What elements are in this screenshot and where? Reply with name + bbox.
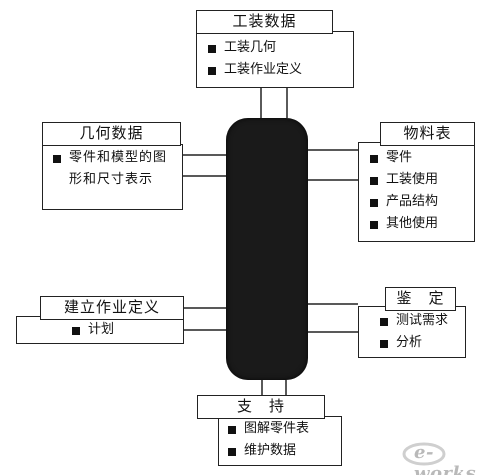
work-definition-title: 建立作业定义 <box>40 296 184 320</box>
item-label: 工装作业定义 <box>224 62 303 77</box>
tooling-data-items: 工装几何 工装作业定义 <box>208 37 352 81</box>
bullet-icon <box>208 67 216 75</box>
list-item: 测试需求 <box>380 310 466 332</box>
appraisal-items: 测试需求 分析 <box>380 310 466 354</box>
list-item: 工装几何 <box>208 37 352 59</box>
central-hub <box>226 118 308 380</box>
list-item: 零件 <box>370 147 474 169</box>
list-item: 产品结构 <box>370 191 474 213</box>
item-label: 计划 <box>88 322 115 337</box>
tooling-data-box <box>196 31 354 88</box>
bullet-icon <box>228 448 236 456</box>
bullet-icon <box>370 155 378 163</box>
list-item: 工装作业定义 <box>208 59 352 81</box>
work-definition-items: 计划 <box>72 319 172 341</box>
geometry-data-items: 零件和模型的图形和尺寸表示 <box>53 147 179 191</box>
eworks-logo: e-works <box>400 440 492 475</box>
list-item: 维护数据 <box>228 440 340 462</box>
item-label: 零件和模型的图形和尺寸表示 <box>69 150 168 187</box>
item-label: 零件 <box>386 150 413 165</box>
bom-title: 物料表 <box>380 122 475 146</box>
bullet-icon <box>72 327 80 335</box>
bullet-icon <box>228 426 236 434</box>
item-label: 图解零件表 <box>244 421 310 436</box>
bullet-icon <box>380 318 388 326</box>
item-label: 工装使用 <box>386 172 439 187</box>
bullet-icon <box>370 177 378 185</box>
list-item: 分析 <box>380 332 466 354</box>
item-label: 维护数据 <box>244 443 297 458</box>
geometry-data-box <box>42 144 183 210</box>
list-item: 工装使用 <box>370 169 474 191</box>
logo-text: e-works <box>414 442 477 475</box>
item-label: 工装几何 <box>224 40 277 55</box>
appraisal-title: 鉴 定 <box>385 287 456 311</box>
item-label: 分析 <box>396 335 423 350</box>
work-definition-box <box>16 316 184 344</box>
support-box <box>218 416 342 466</box>
bom-items: 零件 工装使用 产品结构 其他使用 <box>370 147 474 235</box>
list-item: 其他使用 <box>370 213 474 235</box>
geometry-data-title: 几何数据 <box>42 122 181 146</box>
item-label: 测试需求 <box>396 313 449 328</box>
bullet-icon <box>380 340 388 348</box>
support-items: 图解零件表 维护数据 <box>228 418 340 462</box>
list-item: 零件和模型的图形和尺寸表示 <box>53 147 179 191</box>
bullet-icon <box>370 199 378 207</box>
list-item: 计划 <box>72 319 172 341</box>
bullet-icon <box>208 45 216 53</box>
tooling-data-title: 工装数据 <box>196 10 333 34</box>
item-label: 产品结构 <box>386 194 439 209</box>
item-label: 其他使用 <box>386 216 439 231</box>
logo-swoosh-icon <box>402 442 446 466</box>
support-title: 支 持 <box>197 395 325 419</box>
bullet-icon <box>53 155 61 163</box>
list-item: 图解零件表 <box>228 418 340 440</box>
bullet-icon <box>370 221 378 229</box>
